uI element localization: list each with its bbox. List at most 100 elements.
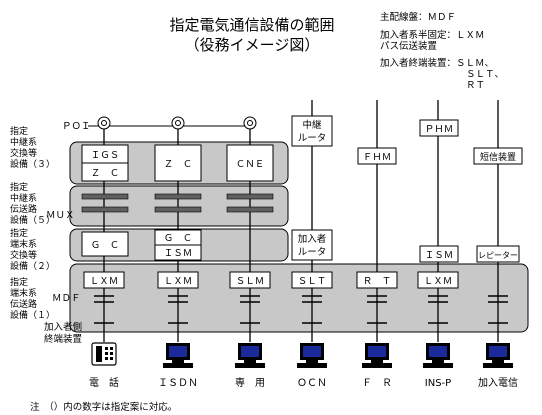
computer-icon-private [235, 343, 265, 368]
side-label-l5: 指定 中継系 伝送路 設備（５） [10, 181, 55, 226]
title: 指定電気通信設備の範囲 [169, 16, 334, 34]
service-fr: Ｆ Ｒ [362, 378, 392, 389]
box-subscriber-router [291, 229, 333, 261]
mdf-connectors [94, 295, 508, 303]
svg-text:指定: 指定 [10, 125, 28, 137]
box-cne [226, 144, 274, 182]
row2-boxes: Ｇ Ｃ Ｇ Ｃ ＩＳＭ 加入者 ルータ ＩＳＭ レピーター [81, 229, 520, 263]
box-repeater [476, 245, 520, 263]
side-label-l2: 指定 端末系 交換等 設備（２） [10, 227, 55, 272]
phm-label: ＰＨＭ [425, 124, 454, 135]
box-relay-router [291, 115, 333, 147]
svg-text:設備（３）: 設備（３） [10, 158, 55, 170]
service-insp: INS-P [425, 378, 451, 389]
box-rt [356, 271, 398, 289]
box-zc [154, 144, 202, 182]
legend-slm: 加入者終端装置：ＳＬＭ、 [380, 57, 494, 69]
computer-icon-ocn [297, 343, 327, 368]
box-gc-label: Ｇ Ｃ [91, 240, 120, 251]
svg-text:設備（１）: 設備（１） [10, 309, 55, 321]
mux-label: ＭＵＸ [46, 210, 75, 221]
svg-text:交換等: 交換等 [10, 249, 37, 261]
svg-text:ＬＸＭ: ＬＸＭ [164, 276, 193, 287]
box-lxm-2 [157, 271, 199, 289]
side-label-l3: 指定 中継系 交換等 設備（３） [10, 125, 55, 170]
legend-slt: ＳＬＴ、 [466, 69, 504, 80]
svg-text:端末系: 端末系 [10, 287, 37, 299]
svg-text:中継系: 中継系 [10, 136, 37, 148]
computer-icon-fr [362, 343, 392, 368]
box-tanpaku [473, 147, 523, 165]
box-zc1-label: Ｚ Ｃ [91, 168, 120, 179]
subscriber-router-l2: ルータ [298, 247, 327, 258]
svg-text:端末系: 端末系 [10, 238, 37, 250]
box-cne-label: ＣＮＥ [236, 159, 265, 170]
svg-text:交換等: 交換等 [10, 147, 37, 159]
service-private: 専 用 [235, 377, 265, 389]
svg-text:ＬＸＭ: ＬＸＭ [424, 276, 453, 287]
svg-text:指定: 指定 [10, 181, 28, 193]
svg-text:加入者側: 加入者側 [44, 321, 82, 333]
svg-text:中継系: 中継系 [10, 192, 37, 204]
box-ism-label: ＩＳＭ [164, 248, 193, 259]
box-zc2-label: Ｚ Ｃ [164, 159, 193, 170]
side-label-l1: 指定 端末系 伝送路 設備（１） [10, 276, 55, 321]
relay-router-l1: 中継 [302, 119, 322, 131]
service-phone: 電 話 [89, 376, 119, 389]
box-phm [419, 119, 459, 137]
computer-icon-isdn [163, 343, 193, 368]
poi-connectors [97, 116, 257, 130]
svg-text:指定: 指定 [10, 227, 28, 239]
ism-right-label: ＩＳＭ [425, 250, 454, 261]
computer-icon-insp [423, 343, 453, 368]
footnote: 注 （）内の数字は指定案に対応。 [30, 401, 177, 413]
row1-boxes: ＬＸＭ ＬＸＭ ＳＬＭ ＳＬＴ Ｒ Ｔ ＬＸＭ [83, 271, 459, 289]
row3-boxes: ＩＧＳ Ｚ Ｃ Ｚ Ｃ ＣＮＥ [81, 144, 274, 182]
tanpaku-label: 短信装置 [480, 151, 516, 163]
side-labels: 指定 中継系 交換等 設備（３） 指定 中継系 伝送路 設備（５） 指定 端末系… [10, 125, 55, 321]
computer-icon-telex [483, 343, 513, 368]
box-gc2-label: Ｇ Ｃ [164, 233, 193, 244]
poi-label: ＰＯＩ [62, 121, 91, 132]
legend: 主配線盤：ＭＤＦ 加入者系半固定：ＬＸＭ パス伝送装置 加入者終端装置：ＳＬＭ、… [380, 11, 504, 91]
svg-text:ＬＸＭ: ＬＸＭ [90, 276, 119, 287]
svg-text:伝送路: 伝送路 [10, 203, 37, 215]
svg-text:ＳＬＴ: ＳＬＴ [298, 276, 327, 287]
telephone-icon [91, 342, 117, 366]
layer-relay-transmission [69, 185, 289, 227]
box-lxm-1 [83, 271, 125, 289]
service-labels: 電 話 ＩＳＤＮ 専 用 ＯＣＮ Ｆ Ｒ INS-P 加入電信 [89, 376, 518, 389]
svg-text:終端装置: 終端装置 [44, 333, 82, 345]
subscriber-router-l1: 加入者 [298, 234, 327, 245]
svg-text:設備（２）: 設備（２） [10, 260, 55, 272]
box-lxm-3 [417, 271, 459, 289]
svg-text:伝送路: 伝送路 [10, 298, 37, 310]
box-igs-label: ＩＧＳ [91, 150, 120, 161]
legend-path: パス伝送装置 [380, 40, 437, 52]
fhm-label: ＦＨＭ [363, 152, 392, 163]
box-ism-right [419, 245, 459, 263]
svg-text:Ｒ Ｔ: Ｒ Ｔ [363, 276, 392, 287]
box-fhm [357, 147, 397, 165]
relay-router-l2: ルータ [298, 133, 327, 144]
svg-text:ＳＬＭ: ＳＬＭ [236, 276, 265, 287]
legend-lxm: 加入者系半固定：ＬＸＭ [380, 29, 485, 41]
mux-bars [81, 193, 274, 213]
subtitle: （役務イメージ図） [185, 36, 320, 54]
service-isdn: ＩＳＤＮ [158, 378, 198, 389]
top-right-boxes: 中継 ルータ ＰＨＭ ＦＨＭ 短信装置 [291, 115, 523, 165]
mdf-label: ＭＤＦ [52, 293, 81, 304]
repeater-label: レピーター [478, 251, 518, 260]
svg-text:設備（５）: 設備（５） [10, 214, 55, 226]
legend-rt: ＲＴ [466, 80, 485, 91]
service-telex: 加入電信 [478, 377, 518, 389]
legend-mdf: 主配線盤：ＭＤＦ [380, 11, 456, 23]
svg-text:指定: 指定 [10, 276, 28, 288]
subscriber-label: 加入者側 終端装置 [44, 321, 82, 345]
terminal-icons [91, 342, 513, 368]
box-slt [291, 271, 333, 289]
box-gc [81, 231, 129, 257]
box-slm [229, 271, 271, 289]
service-ocn: ＯＣＮ [297, 378, 327, 389]
